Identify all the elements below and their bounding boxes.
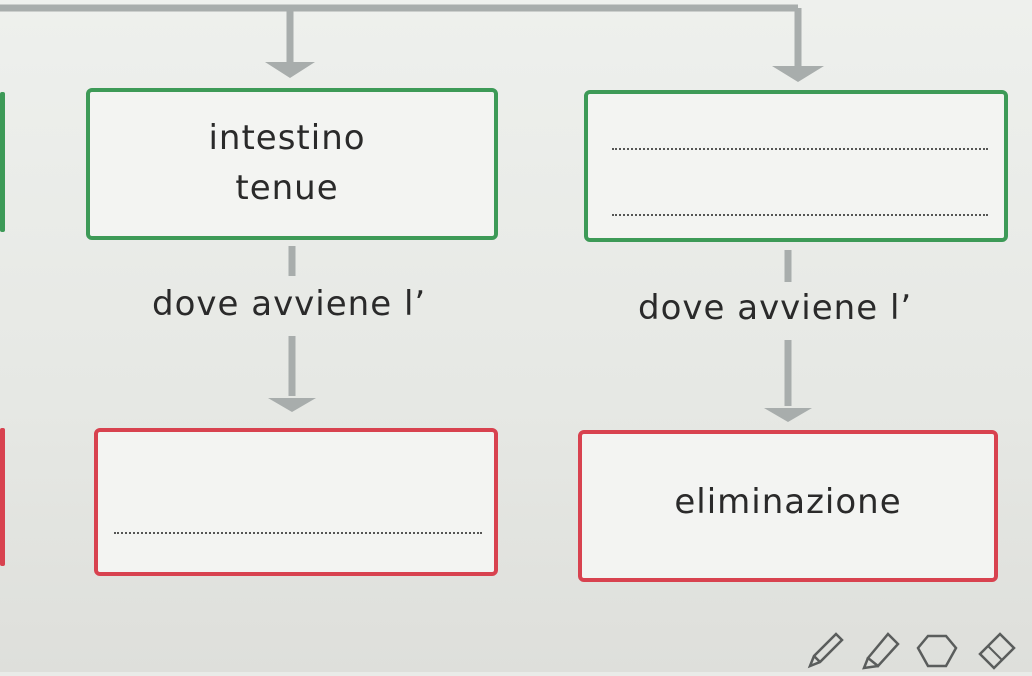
box-intestino-tenue: intestino tenue <box>86 88 498 240</box>
box-top-right-blank <box>584 90 1008 242</box>
label-left-dove-avviene: dove avviene l’ <box>152 284 427 324</box>
marker-icon[interactable] <box>856 626 906 672</box>
arrowhead-bottom-right <box>764 408 812 422</box>
drawing-toolbar <box>800 626 1032 672</box>
blank-line-top-right-1[interactable] <box>612 148 988 150</box>
eraser-icon[interactable] <box>972 626 1022 672</box>
box-eliminazione-text: eliminazione <box>674 482 902 522</box>
arrowhead-intestino <box>265 62 315 78</box>
arrowhead-bottom-left <box>268 398 316 412</box>
box-eliminazione: eliminazione <box>578 430 998 582</box>
box-intestino-line1: intestino <box>208 118 366 158</box>
left-edge-green-mark <box>0 92 5 232</box>
left-edge-red-mark <box>0 428 5 566</box>
blank-line-bottom-left[interactable] <box>114 532 482 534</box>
blank-line-top-right-2[interactable] <box>612 214 988 216</box>
label-right-dove-avviene: dove avviene l’ <box>638 288 913 328</box>
box-intestino-line2: tenue <box>235 168 339 208</box>
shape-icon[interactable] <box>912 626 962 672</box>
pencil-icon[interactable] <box>800 626 850 672</box>
arrowhead-right-box <box>772 66 824 82</box>
box-bottom-left-blank <box>94 428 498 576</box>
